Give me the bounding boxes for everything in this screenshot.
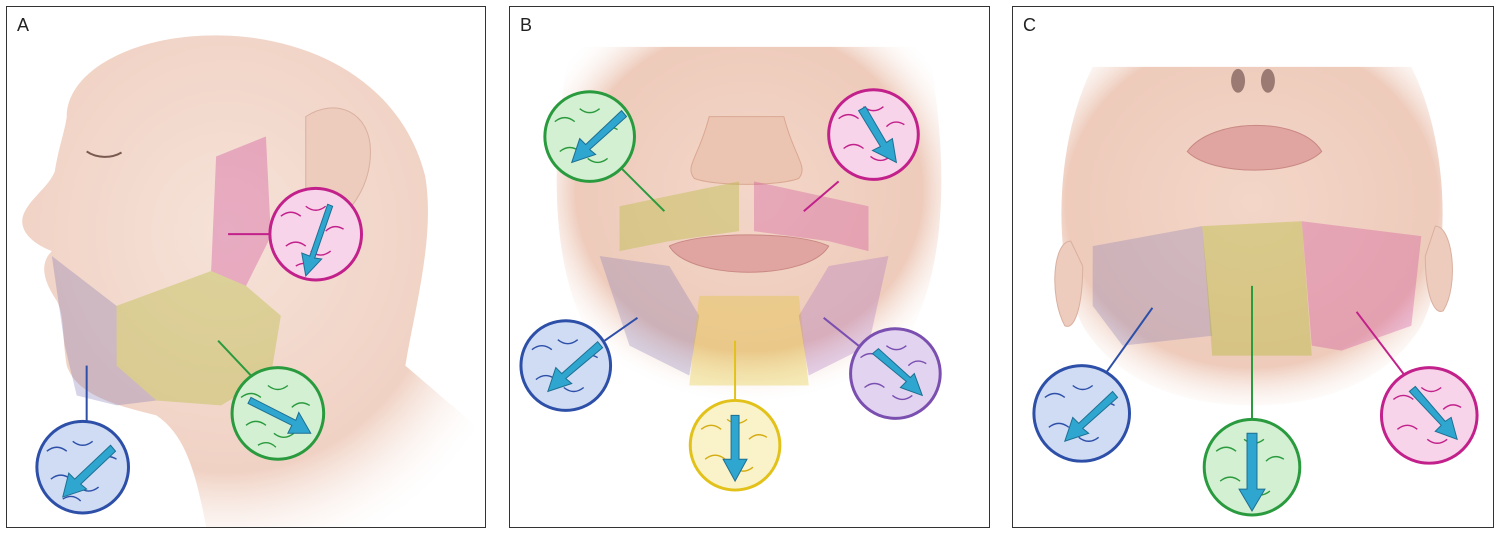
arrow-pink [301, 203, 334, 278]
arrow-pink-c [1408, 385, 1458, 441]
panel-label-c: C [1023, 15, 1036, 35]
beard-zone-yellow [689, 295, 809, 386]
beard-zone-green [116, 270, 281, 406]
inset-circle-blue [519, 319, 613, 412]
connector-blue [604, 316, 639, 342]
beard-zone-blue [599, 256, 700, 376]
panel-b-illustration [519, 46, 942, 492]
beard-zone-blue [1092, 226, 1213, 346]
arrow-pink-b [857, 105, 898, 164]
panel-label-a: A [17, 15, 30, 35]
beard-zone-pink [1301, 221, 1422, 351]
panel-b: B [509, 6, 990, 528]
inset-circle-blue [35, 419, 130, 515]
nostril-right [1260, 68, 1275, 93]
connector-green [217, 340, 252, 377]
head-silhouette-submental [1061, 66, 1443, 406]
lips [1186, 124, 1323, 171]
connector-purple [823, 317, 860, 347]
arrow-blue-c [1063, 390, 1119, 443]
connector-pink [803, 180, 840, 212]
arrow-yellow [722, 414, 748, 483]
arrow-green [247, 396, 312, 434]
arrow-blue-b [547, 340, 604, 393]
eye [86, 150, 123, 158]
arrow-green-b [570, 109, 628, 164]
ear-right [1424, 225, 1453, 312]
inset-circle-green [230, 366, 326, 461]
arrow-blue-a [62, 444, 117, 498]
inset-circle-purple [849, 327, 942, 420]
inset-circle-green [1202, 417, 1302, 517]
connector-blue [1101, 307, 1154, 379]
inset-circle-pink [268, 186, 364, 282]
panel-a: A [6, 6, 486, 528]
connector-green [618, 165, 666, 212]
lips [668, 234, 830, 273]
beard-zone-pink [753, 181, 869, 252]
nose [690, 116, 803, 185]
beard-zone-pink [211, 136, 271, 286]
ear-left [1054, 240, 1084, 327]
panel-label-b: B [520, 15, 533, 35]
beard-zone-blue [51, 256, 157, 406]
panel-a-illustration [22, 35, 476, 527]
inset-circle-pink [827, 88, 920, 181]
nostril-left [1231, 68, 1246, 93]
inset-circle-pink [1379, 366, 1479, 465]
arrow-purple [871, 347, 924, 397]
connector-pink [1355, 311, 1408, 379]
panel-c: C [1012, 6, 1494, 528]
inset-circle-green [543, 90, 636, 183]
beard-zone-green [619, 181, 740, 252]
inset-circle-blue [1032, 364, 1132, 463]
panel-c-illustration [1032, 66, 1479, 517]
beard-zone-green [1202, 221, 1312, 356]
arrow-green-c [1238, 432, 1266, 512]
inset-circle-yellow [688, 398, 782, 492]
